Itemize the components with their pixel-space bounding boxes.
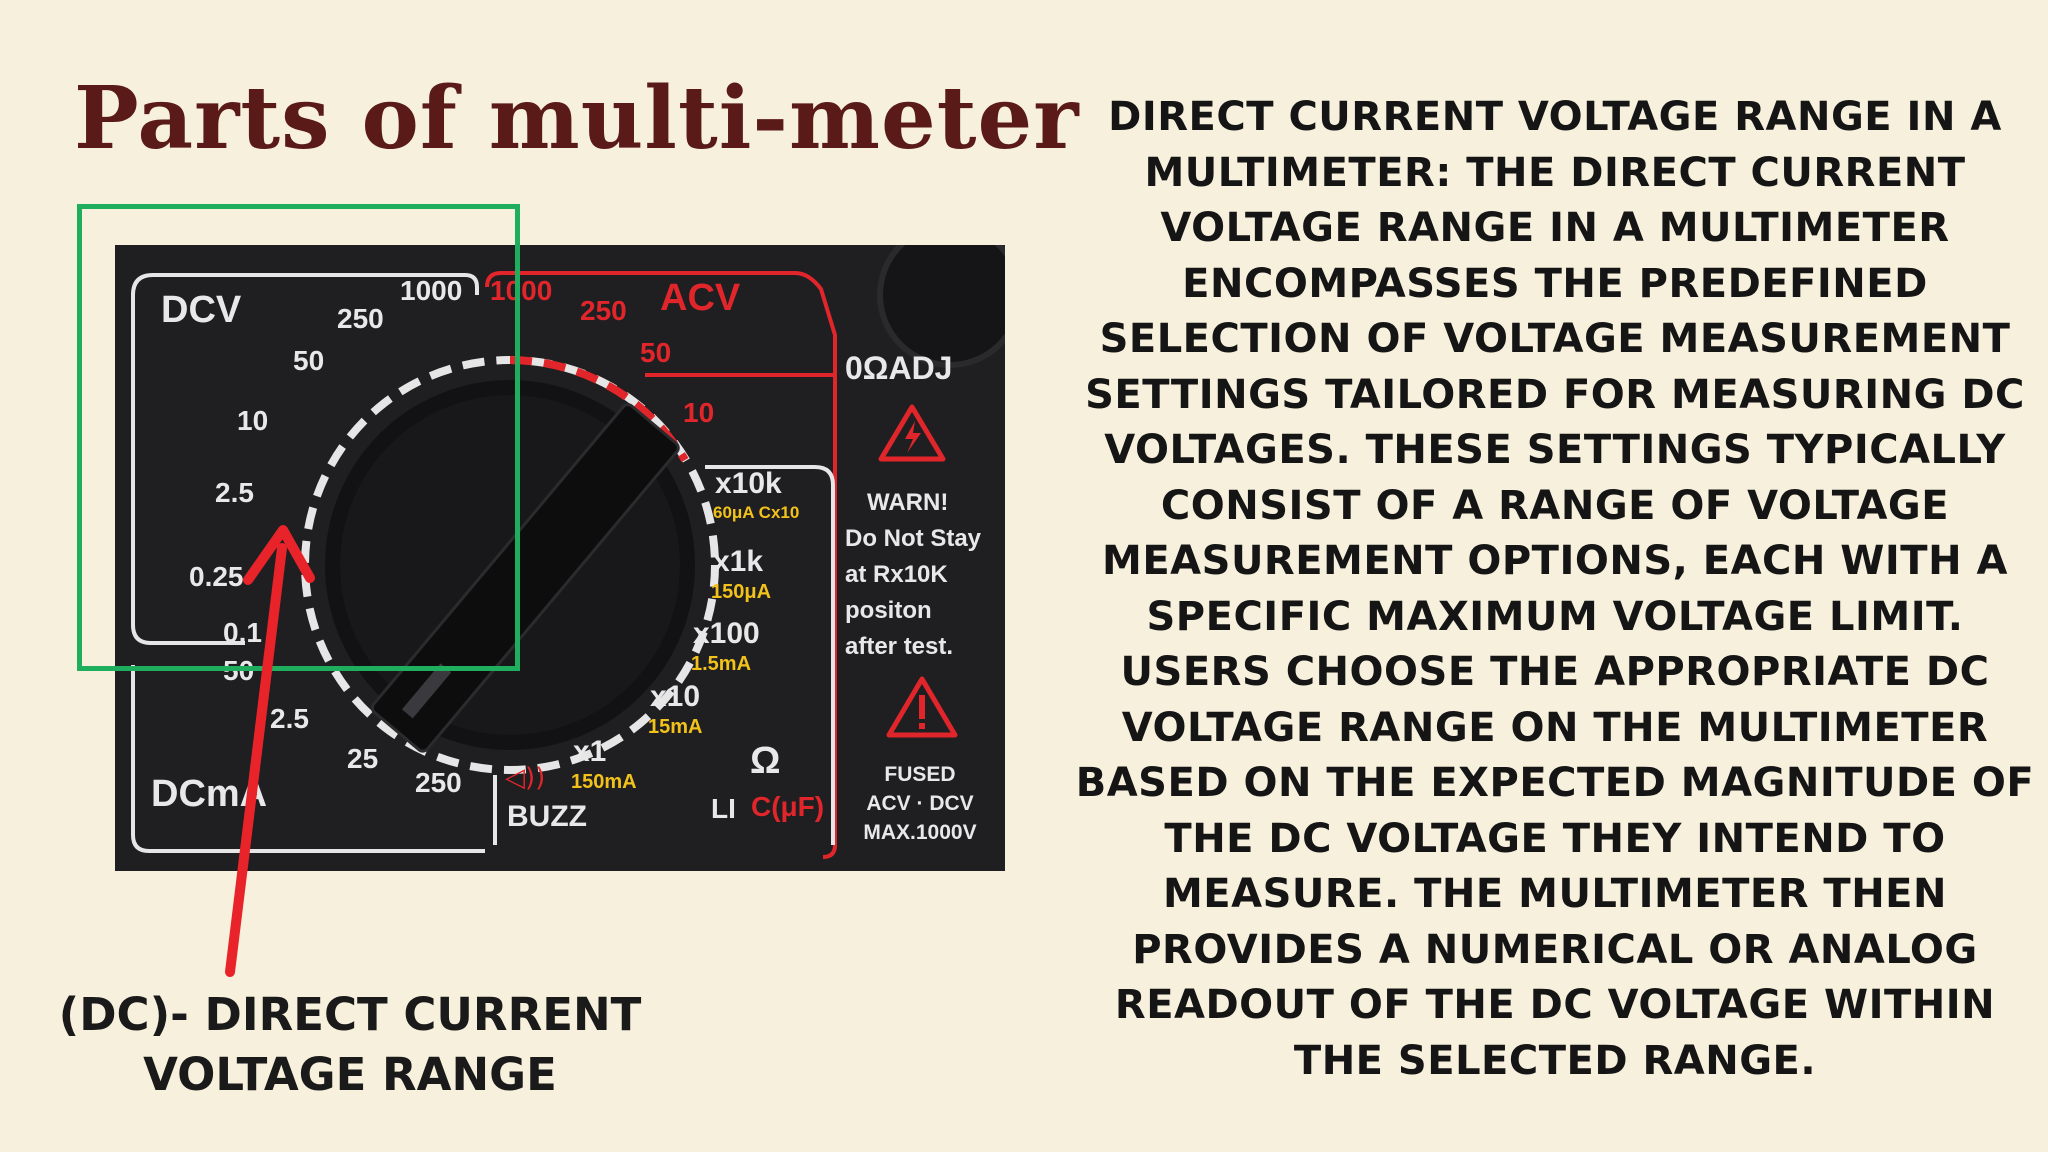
capacitance-label: C(μF) [751,791,825,822]
acv-value-250: 250 [580,295,627,326]
li-label: LI [711,793,736,824]
page-title: Parts of multi-meter [74,68,1080,169]
ohm-range-x1k: x1k [713,545,764,578]
acv-value-10: 10 [683,397,715,428]
description-text: DIRECT CURRENT VOLTAGE RANGE IN A MULTIM… [1075,94,2035,1084]
zero-adj-label: 0ΩADJ [845,350,953,386]
warning-line: positon [845,597,932,624]
dcv-value-0-25: 0.25 [189,561,244,592]
ohm-range-x1k-sub: 150μA [711,581,772,603]
dcv-caption: (DC)- DIRECT CURRENT VOLTAGE RANGE [40,985,660,1105]
dcv-value-2-5: 2.5 [215,477,254,508]
fused-line: MAX.1000V [863,821,977,844]
acv-value-1000: 1000 [490,275,553,306]
warning-line: at Rx10K [845,561,948,588]
dcv-value-1000: 1000 [400,275,463,306]
lightning-warning-icon [878,404,946,462]
caption-line: (DC)- DIRECT CURRENT [58,988,642,1041]
dcma-value-2-5: 2.5 [270,703,309,734]
dcma-value-250: 250 [415,767,462,798]
multimeter-photo: DCV 1000 250 50 10 2.5 0.25 0.1 ACV 1000… [115,245,1005,871]
dcv-value-50: 50 [293,345,325,376]
ohm-range-x10: x10 [650,680,701,713]
dcma-label: DCmA [151,773,268,815]
dcv-label: DCV [161,289,242,331]
warning-triangle-icon [886,676,958,738]
warning-line: after test. [845,633,954,660]
dcma-value-25: 25 [347,743,379,774]
caption-line: VOLTAGE RANGE [143,1048,557,1101]
ohm-range-x100: x100 [693,617,760,650]
warning-line: Do Not Stay [845,525,982,552]
ohm-symbol: Ω [750,740,781,782]
fused-line: ACV · DCV [866,792,974,815]
fused-line: FUSED [884,763,956,786]
warning-line: WARN! [867,489,949,516]
acv-label: ACV [660,277,741,319]
ohm-range-x1-sub: 150mA [571,771,637,793]
speaker-icon: ◁)) [505,763,546,793]
warning-text: WARN! Do Not Stay at Rx10K positon after… [845,485,995,665]
acv-value-50: 50 [640,337,672,368]
ohm-range-x10k-sub: 60μA Cx10 [713,503,800,522]
ohm-range-x1: x1 [573,735,607,768]
ohm-range-x100-sub: 1.5mA [691,653,752,675]
dcv-value-10: 10 [237,405,269,436]
ohm-range-x10k: x10k [715,467,782,500]
dcma-value-50: 50 [223,655,255,686]
dcv-value-250: 250 [337,303,384,334]
dcv-value-0-1: 0.1 [223,617,262,648]
ohm-range-x10-sub: 15mA [648,716,703,738]
fused-text: FUSED ACV · DCV MAX.1000V [850,760,990,847]
buzz-label: BUZZ [507,800,587,833]
